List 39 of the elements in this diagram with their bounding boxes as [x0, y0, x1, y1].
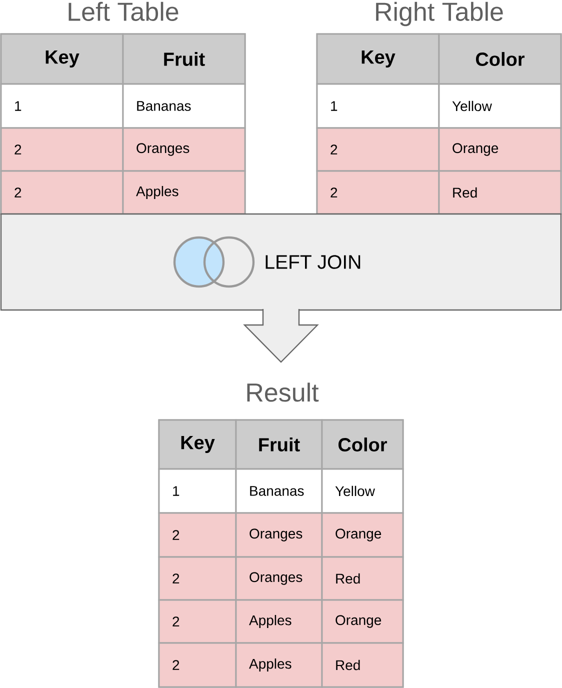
- header-cell: Key: [316, 33, 440, 85]
- table-cell: 2: [316, 127, 440, 172]
- table-cell: Red: [321, 556, 404, 601]
- table-cell: Oranges: [235, 556, 323, 601]
- table-title: Left Table: [68, 2, 178, 21]
- table-cell: Yellow: [321, 468, 404, 514]
- table-cell: Orange: [321, 599, 404, 644]
- join-band: LEFT JOIN: [0, 213, 562, 311]
- table-cell: 2: [0, 170, 124, 215]
- table-cell: Bananas: [235, 468, 323, 514]
- table-cell: 2: [158, 599, 237, 644]
- table-cell: Orange: [438, 127, 562, 172]
- table-cell: Oranges: [235, 512, 323, 558]
- table-cell: Oranges: [122, 127, 246, 172]
- table-title: Right Table: [376, 2, 503, 26]
- table-cell: 1: [316, 83, 440, 129]
- table-cell: Red: [438, 170, 562, 215]
- table-cell: 1: [0, 83, 124, 129]
- table-cell: 2: [0, 127, 124, 172]
- table-cell: Yellow: [438, 83, 562, 129]
- header-cell: Key: [158, 419, 237, 470]
- table-title: Result: [247, 382, 319, 402]
- header-cell: Color: [438, 33, 562, 85]
- header-cell: Color: [321, 419, 404, 470]
- table-cell: Apples: [235, 642, 323, 688]
- table-cell: Red: [321, 642, 404, 688]
- block-arrow: [243, 308, 319, 363]
- table-cell: 2: [316, 170, 440, 215]
- table-cell: 2: [158, 556, 237, 601]
- table-cell: Apples: [235, 599, 323, 644]
- table-cell: Orange: [321, 512, 404, 558]
- header-cell: Fruit: [122, 33, 246, 85]
- table-cell: 1: [158, 468, 237, 514]
- table-cell: 2: [158, 642, 237, 688]
- header-cell: Key: [0, 33, 124, 85]
- table-cell: Apples: [122, 170, 246, 215]
- header-cell: Fruit: [235, 419, 323, 470]
- table-cell: 2: [158, 512, 237, 558]
- table-cell: Bananas: [122, 83, 246, 129]
